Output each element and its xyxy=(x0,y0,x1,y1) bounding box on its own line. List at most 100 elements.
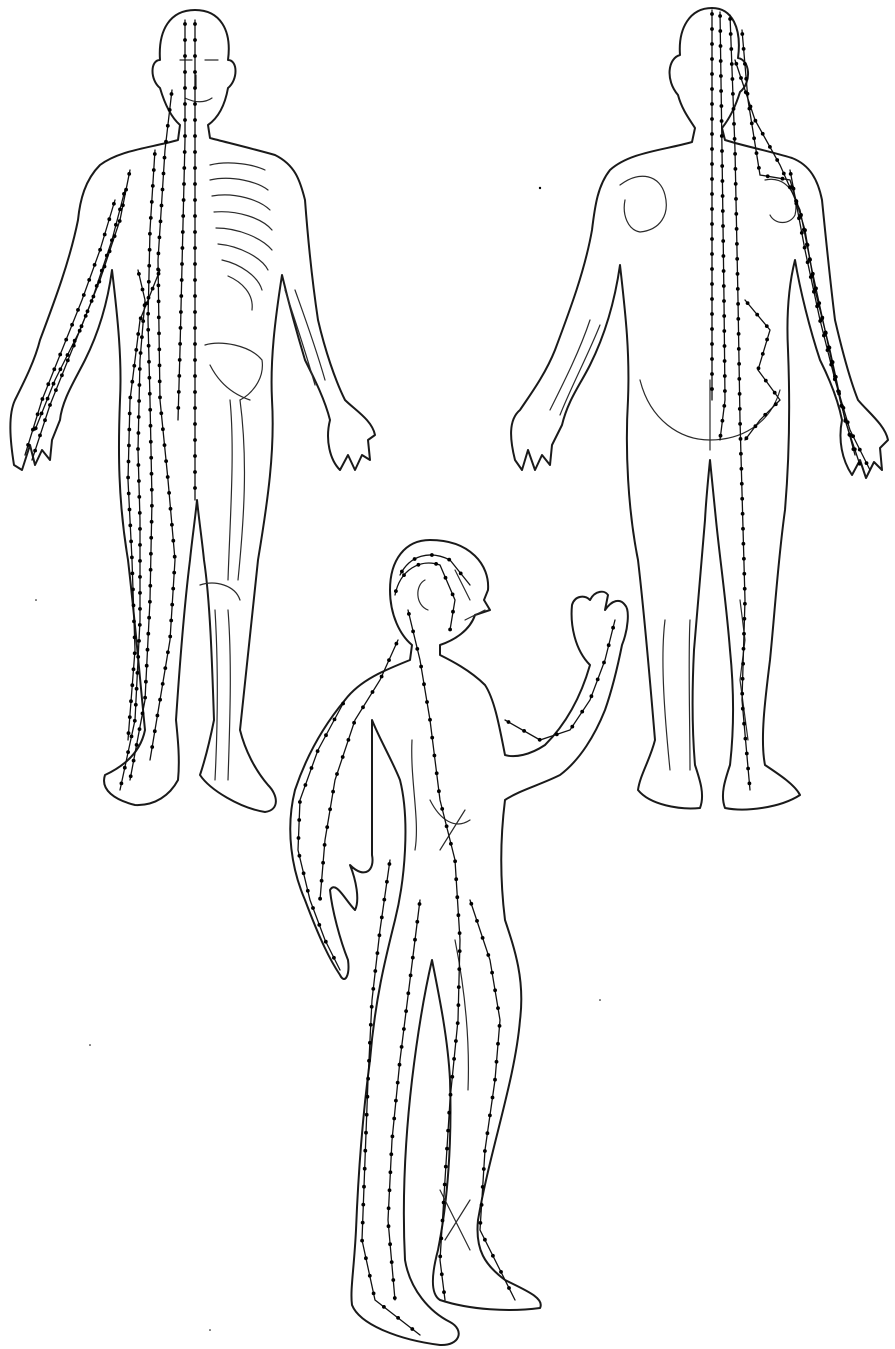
acupoint-dot xyxy=(171,539,175,543)
acupoint-dot xyxy=(451,610,455,614)
acupoint-dot xyxy=(736,302,740,306)
acupoint-dot xyxy=(452,1057,456,1061)
acupoint-dot xyxy=(400,1045,404,1049)
acupoint-dot xyxy=(137,399,141,403)
acupoint-dot xyxy=(362,1185,366,1189)
acupoint-dot xyxy=(33,449,37,453)
acupoint-dot xyxy=(435,771,439,775)
acupoint-dot xyxy=(193,390,197,394)
acupoint-dot xyxy=(105,254,109,258)
acupoint-dot xyxy=(183,22,187,26)
acupoint-dot xyxy=(742,557,746,561)
acupoint-dot xyxy=(176,406,180,410)
acupoint-dot xyxy=(341,702,345,706)
acupoint-dot xyxy=(137,272,141,276)
acupoint-dot xyxy=(182,182,186,186)
acupoint-dot xyxy=(538,738,542,742)
acupoint-dot xyxy=(483,1238,487,1242)
acupoint-dot xyxy=(321,861,325,865)
acupoint-dot xyxy=(710,387,714,391)
acupoint-dot xyxy=(193,102,197,106)
acupoint-dot xyxy=(382,1305,386,1309)
acupoint-dot xyxy=(158,396,162,400)
acupoint-dot xyxy=(181,246,185,250)
acupoint-dot xyxy=(710,192,714,196)
acupoint-dot xyxy=(363,1167,367,1171)
acupoint-dot xyxy=(430,736,434,740)
acupoint-dot xyxy=(407,612,411,616)
acupoint-dot xyxy=(744,737,748,741)
acupoint-dot xyxy=(496,1042,500,1046)
acupoint-dot xyxy=(46,397,50,401)
acupoint-dot xyxy=(395,642,399,646)
acupoint-dot xyxy=(310,766,314,770)
acupoint-dot xyxy=(103,265,107,269)
acupoint-dot xyxy=(744,90,748,94)
acupoint-dot xyxy=(445,824,449,828)
acupoint-dot xyxy=(392,1117,396,1121)
acupoint-dot xyxy=(459,572,463,576)
acupoint-dot xyxy=(846,420,850,424)
acupoint-dot xyxy=(440,807,444,811)
acupoint-dot xyxy=(799,213,803,217)
acupoint-dot xyxy=(66,353,70,357)
acupoint-dot xyxy=(193,470,197,474)
acupoint-dot xyxy=(36,412,40,416)
acupoint-dot xyxy=(723,344,727,348)
acupoint-dot xyxy=(732,107,736,111)
front-face-features xyxy=(180,60,218,102)
acupoint-dot xyxy=(131,588,135,592)
acupoint-dot xyxy=(143,696,147,700)
acupoint-dot xyxy=(507,1286,511,1290)
acupoint-dot xyxy=(481,936,485,940)
acupoint-dot xyxy=(172,571,176,575)
acupoint-dot xyxy=(333,718,337,722)
acupoint-dot xyxy=(729,32,733,36)
acupoint-dot xyxy=(735,227,739,231)
acupoint-dot xyxy=(720,149,724,153)
acupoint-dot xyxy=(129,699,133,703)
acupoint-dot xyxy=(740,482,744,486)
acupoint-dot xyxy=(721,209,725,213)
acupoint-dot xyxy=(710,147,714,151)
acupoint-dot xyxy=(761,132,765,136)
acupoint-dot xyxy=(486,953,490,957)
acupoint-dot xyxy=(718,29,722,33)
acupoint-dot xyxy=(84,314,88,318)
acupoint-dot xyxy=(792,187,796,191)
acupoint-dot xyxy=(103,233,107,237)
acupoint-dot xyxy=(136,447,140,451)
acupoint-dot xyxy=(147,344,151,348)
acupoint-dot xyxy=(52,382,56,386)
acupoint-dot xyxy=(710,72,714,76)
acupoint-dot xyxy=(138,607,142,611)
acupoint-dot xyxy=(742,632,746,636)
acupoint-dot xyxy=(742,647,746,651)
acupoint-dot xyxy=(157,300,161,304)
acupoint-dot xyxy=(710,27,714,31)
acupoint-dot xyxy=(721,419,725,423)
acupoint-dot xyxy=(162,172,166,176)
acupoint-dot xyxy=(710,162,714,166)
side-torso-details xyxy=(412,740,470,850)
acupoint-dot xyxy=(710,297,714,301)
back-meridian-leg xyxy=(745,300,780,440)
acupoint-dot xyxy=(169,619,173,623)
acupoint-dot xyxy=(112,202,116,206)
acupoint-dot xyxy=(157,284,161,288)
acupoint-dot xyxy=(317,923,321,927)
acupoint-dot xyxy=(163,156,167,160)
acupoint-dot xyxy=(765,338,769,342)
acupoint-dot xyxy=(320,879,324,883)
acupoint-dot xyxy=(121,203,125,207)
acupoint-dot xyxy=(361,1221,365,1225)
acupoint-dot xyxy=(450,1075,454,1079)
acupoint-dot xyxy=(124,188,128,192)
acupoint-dot xyxy=(433,754,437,758)
acupoint-dot xyxy=(447,1111,451,1115)
acupoint-dot xyxy=(148,600,152,604)
acupoint-dot xyxy=(453,859,457,863)
acupoint-dot xyxy=(161,682,165,686)
acupoint-dot xyxy=(150,472,154,476)
acupoint-dot xyxy=(746,301,750,305)
